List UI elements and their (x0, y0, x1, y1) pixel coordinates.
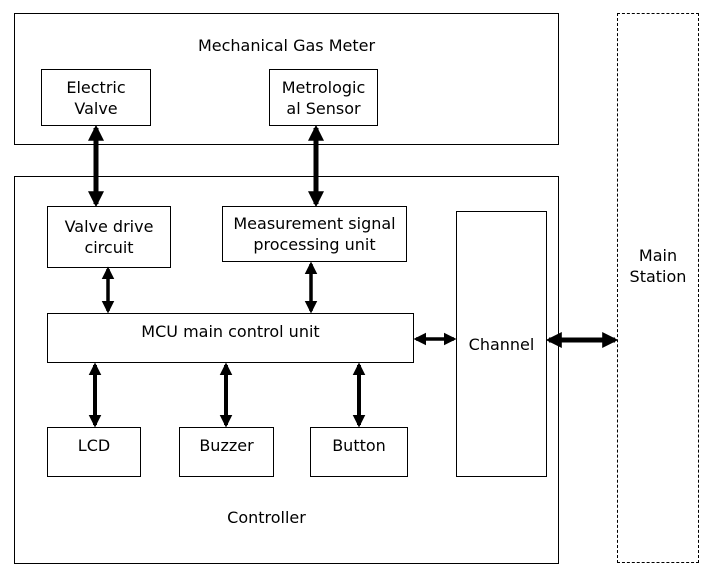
main-station-box: Main Station (617, 13, 699, 563)
controller-title: Controller (227, 508, 306, 527)
buzzer-box: Buzzer (179, 427, 274, 477)
electric-valve-box: Electric Valve (41, 69, 151, 126)
measurement-signal-processing-unit-box: Measurement signal processing unit (222, 206, 407, 262)
mcu-main-control-unit-box: MCU main control unit (47, 313, 414, 363)
button-box: Button (310, 427, 408, 477)
lcd-box: LCD (47, 427, 141, 477)
mechanical-gas-meter-title: Mechanical Gas Meter (197, 36, 376, 55)
valve-drive-circuit-box: Valve drive circuit (47, 206, 171, 268)
